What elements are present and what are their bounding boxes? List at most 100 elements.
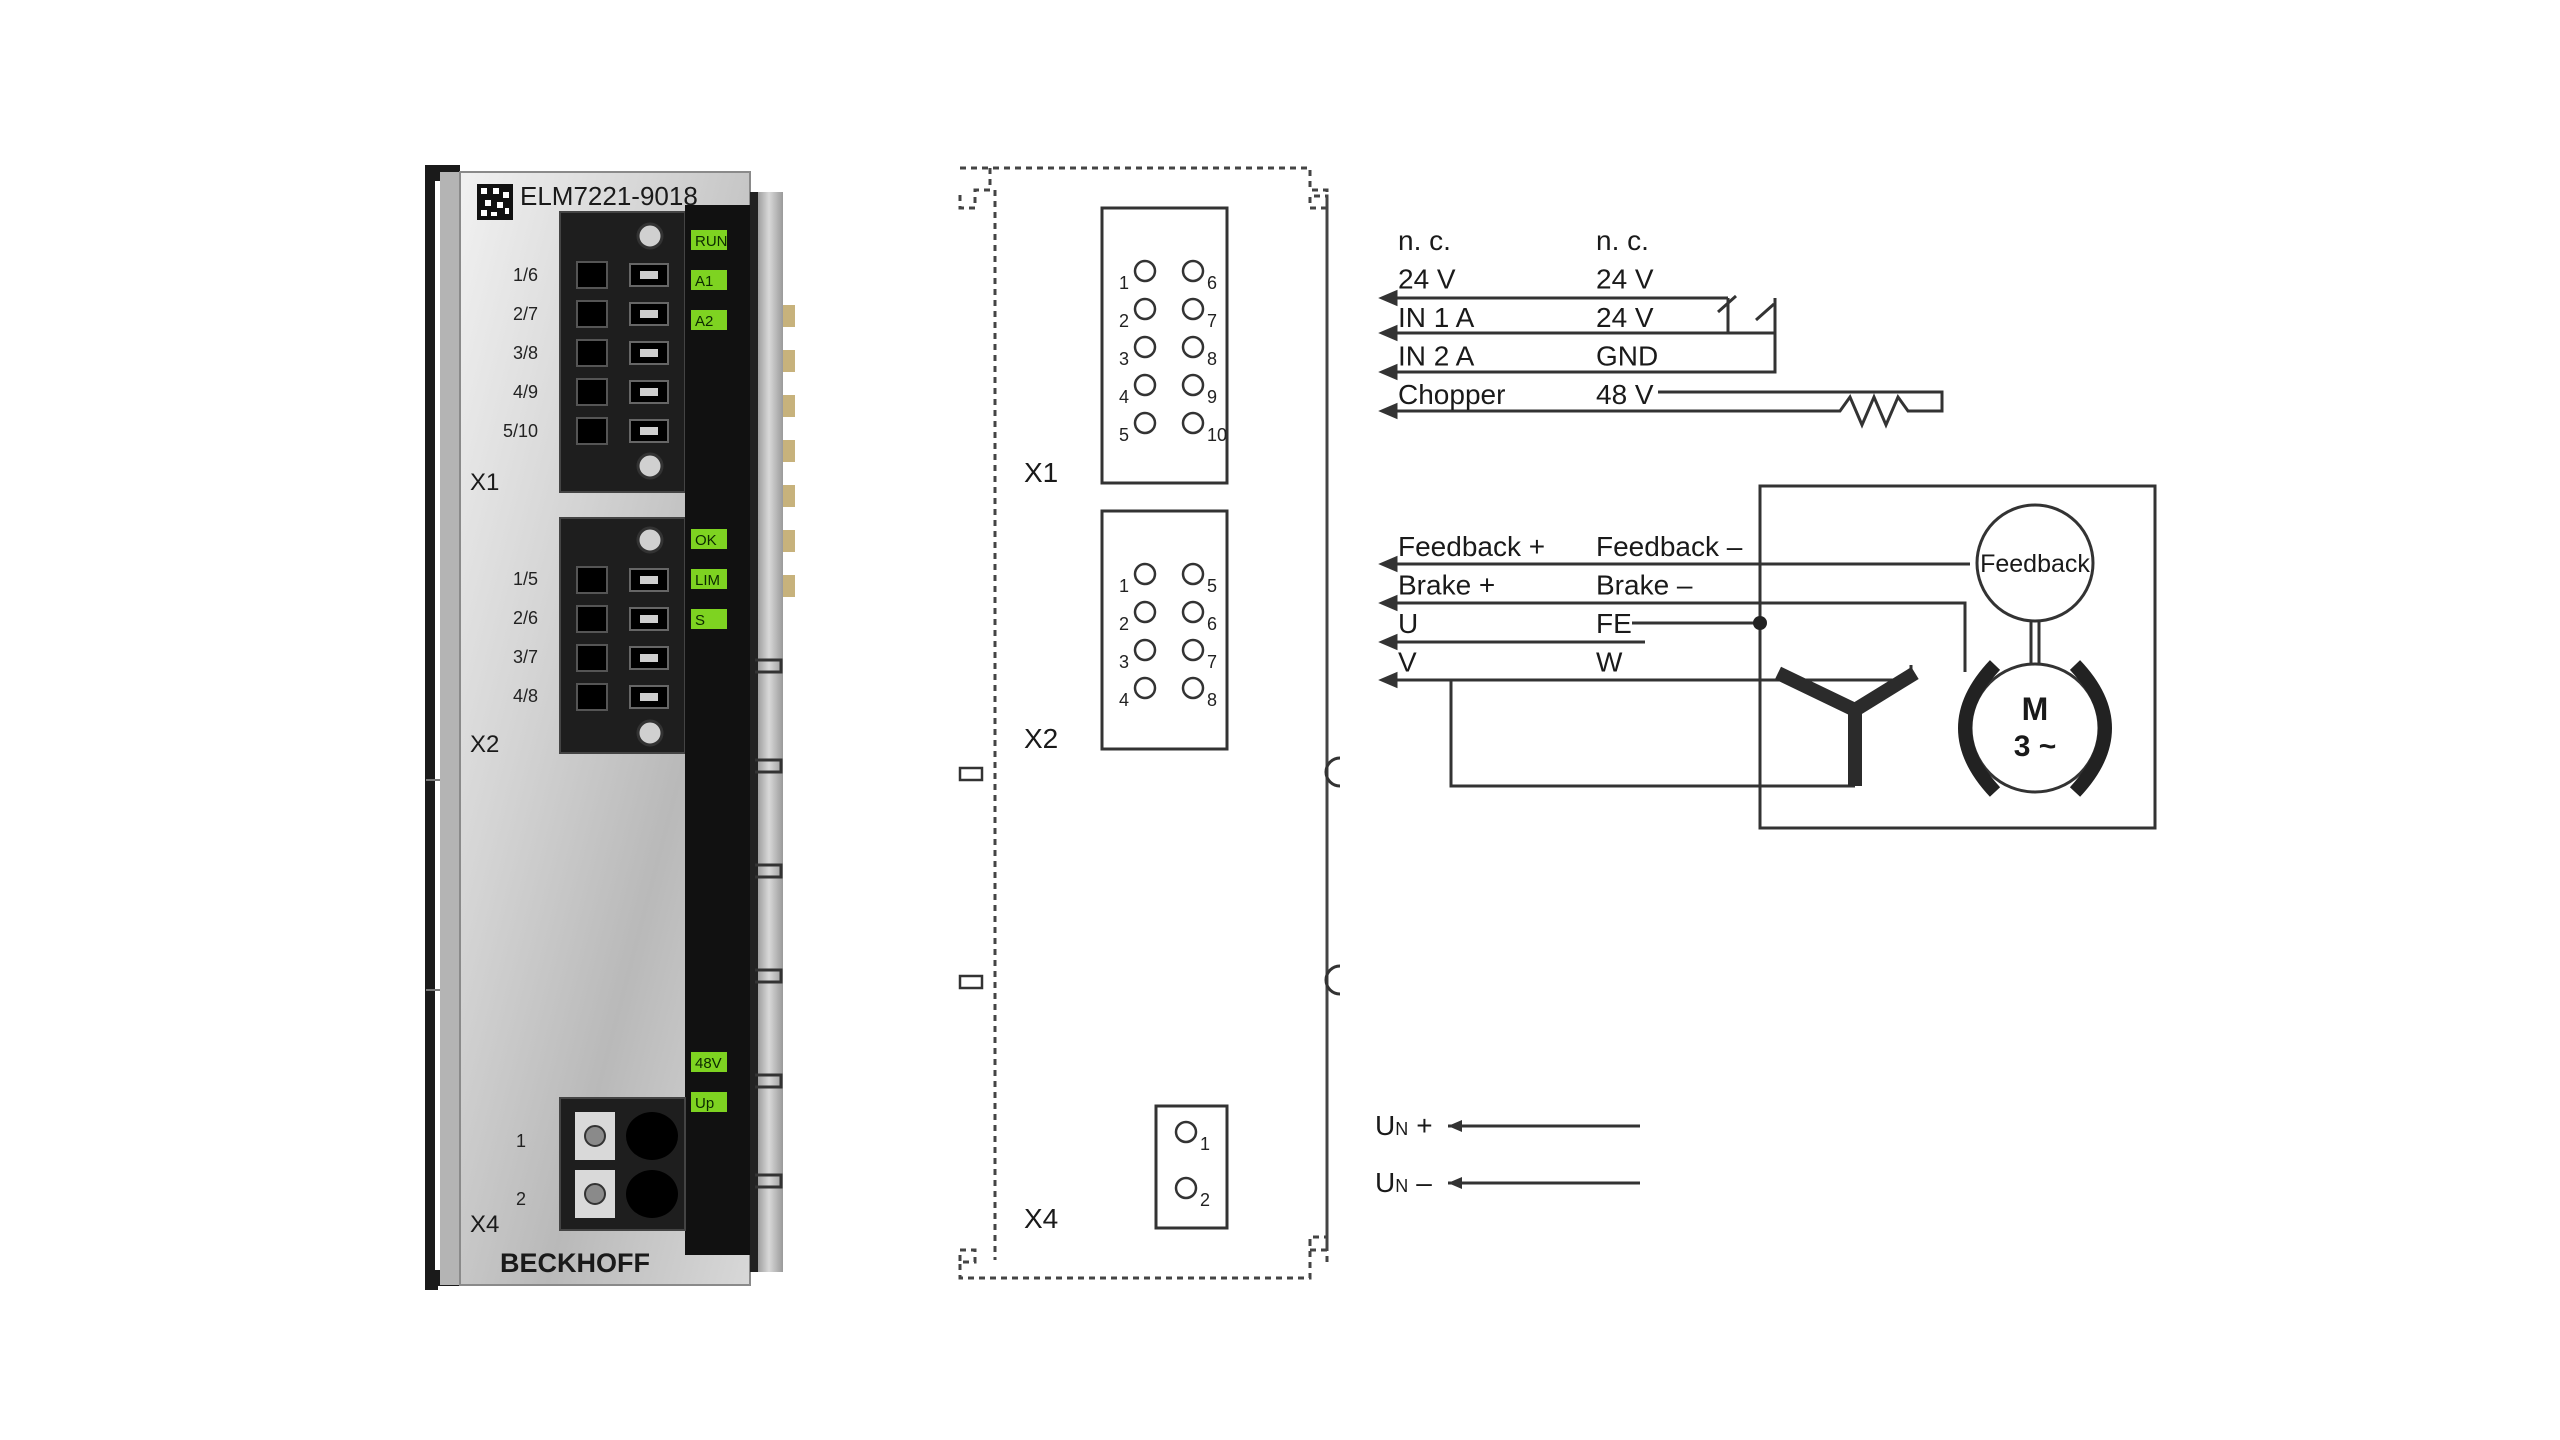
- x1-pin-labels: 1/62/73/84/95/10: [503, 265, 538, 441]
- module-x4-pin-2: 2: [516, 1189, 526, 1209]
- terminal-spring: [640, 271, 658, 279]
- x2-right-signal-label: Brake –: [1596, 570, 1693, 601]
- schematic-x1-pin-hole: [1181, 373, 1205, 397]
- module-x2-pin-label: 2/6: [513, 608, 538, 628]
- svg-text:UN+: UN+: [1375, 1110, 1433, 1141]
- schematic-x2-block: [1100, 509, 1229, 751]
- feedback-sensor-label: Feedback: [1980, 550, 2090, 578]
- schematic-x2-pin-hole: [1181, 600, 1205, 624]
- motor-frame: [1758, 484, 2157, 830]
- x1-left-signal-label: IN 2 A: [1398, 341, 1475, 372]
- terminal-spring: [640, 654, 658, 662]
- x2-connector: [559, 517, 686, 754]
- module-x4-label: X4: [470, 1211, 499, 1238]
- schematic-x1-pin-hole: [1181, 259, 1205, 283]
- x1-left-signal-label: 24 V: [1398, 264, 1456, 295]
- led-status: [691, 609, 727, 629]
- terminal-spring: [640, 349, 658, 357]
- datamatrix-code: [477, 184, 513, 220]
- led-status: [691, 310, 727, 330]
- motor-m-label: M: [2022, 691, 2049, 727]
- schematic-x4-label: X4: [1024, 1203, 1058, 1234]
- schematic-x2-pin-number: 5: [1207, 576, 1217, 596]
- led-status-text: A2: [695, 313, 713, 330]
- schematic-x1-pin-number: 7: [1207, 311, 1217, 331]
- terminal-module: ELM7221-9018 1/62/73/84/95/10 1/52/63/74…: [425, 165, 795, 1290]
- module-x2-pin-label: 3/7: [513, 647, 538, 667]
- led-status-text: A1: [695, 273, 713, 290]
- x1-left-signal-label: Chopper: [1398, 379, 1505, 410]
- x1-left-signal-label: IN 1 A: [1398, 302, 1475, 333]
- feedback-sensor: Feedback: [1975, 503, 2095, 664]
- terminal-slot: [576, 378, 608, 406]
- led-status-text: OK: [695, 532, 717, 549]
- terminal-slot: [576, 417, 608, 445]
- x2-right-signal-label: Feedback –: [1596, 531, 1743, 562]
- x2-left-signal-label: U: [1398, 608, 1418, 639]
- schematic-x2-pin-number: 7: [1207, 652, 1217, 672]
- schematic-x1-pin-hole: [1133, 411, 1157, 435]
- schematic-x4-pin-number: 1: [1200, 1134, 1210, 1154]
- terminal-slot: [576, 683, 608, 711]
- schematic-x1-pin-number: 2: [1119, 311, 1129, 331]
- schematic-x1-pin-hole: [1133, 259, 1157, 283]
- x2-right-signal-label: W: [1596, 647, 1623, 678]
- schematic-x2-pin-hole: [1133, 638, 1157, 662]
- led-status: [691, 1052, 727, 1072]
- x4-connector: [559, 1097, 686, 1231]
- led-status-text: RUN: [695, 233, 728, 250]
- schematic-x1-pin-number: 9: [1207, 387, 1217, 407]
- schematic-x2-pin-number: 4: [1119, 690, 1129, 710]
- schematic-x1-pin-number: 3: [1119, 349, 1129, 369]
- terminal-spring: [640, 693, 658, 701]
- module-x1-pin-label: 3/8: [513, 343, 538, 363]
- schematic-x1-pin-hole: [1181, 335, 1205, 359]
- schematic-x2-pin-hole: [1181, 676, 1205, 700]
- schematic-x2-pin-hole: [1133, 676, 1157, 700]
- module-x1-pin-label: 1/6: [513, 265, 538, 285]
- led-status-text: LIM: [695, 572, 720, 589]
- terminal-spring: [640, 615, 658, 623]
- wiring: [1378, 289, 2157, 830]
- module-x2-pin-label: 4/8: [513, 686, 538, 706]
- x2-left-signal-label: Feedback +: [1398, 531, 1545, 562]
- schematic-x1-pin-hole: [1181, 297, 1205, 321]
- schematic-x4-pin-number: 2: [1200, 1190, 1210, 1210]
- schematic-x1-pin-hole: [1133, 373, 1157, 397]
- brand-logo: BECKHOFF: [500, 1248, 650, 1278]
- schematic-x4-pin-hole: [1174, 1120, 1198, 1144]
- schematic-x4-block: [1154, 1104, 1229, 1230]
- schematic-x2-label: X2: [1024, 723, 1058, 754]
- un-minus-label: UN–: [1375, 1167, 1432, 1198]
- module-x2-label: X2: [470, 731, 499, 758]
- schematic-x1-pin-number: 6: [1207, 273, 1217, 293]
- un-plus-label: UN+: [1375, 1110, 1433, 1141]
- x1-left-signal-label: n. c.: [1398, 225, 1451, 256]
- led-status: [691, 230, 727, 250]
- star-connection: [1774, 666, 1919, 786]
- module-x1-pin-label: 5/10: [503, 421, 538, 441]
- schematic-x1-block: [1100, 206, 1229, 485]
- schematic-x1-pin-hole: [1133, 335, 1157, 359]
- x1-right-signal-label: 24 V: [1596, 264, 1654, 295]
- fe-junction: [1753, 616, 1767, 630]
- schematic-x1-pin-number: 1: [1119, 273, 1129, 293]
- terminal-spring: [640, 576, 658, 584]
- terminal-spring: [640, 388, 658, 396]
- schematic-outline: [958, 166, 1329, 1280]
- x1-connector: [559, 211, 686, 493]
- schematic-x2-pin-hole: [1181, 638, 1205, 662]
- x1-right-signal-label: n. c.: [1596, 225, 1649, 256]
- x1-right-signal-label: 48 V: [1596, 379, 1654, 410]
- schematic-x4-pins: 12: [1174, 1120, 1210, 1210]
- schematic-x2-pin-hole: [1133, 562, 1157, 586]
- module-x2-pin-label: 1/5: [513, 569, 538, 589]
- module-x1-pin-label: 4/9: [513, 382, 538, 402]
- schematic-x2-pin-hole: [1181, 562, 1205, 586]
- terminal-spring: [640, 310, 658, 318]
- svg-text:UN–: UN–: [1375, 1167, 1432, 1198]
